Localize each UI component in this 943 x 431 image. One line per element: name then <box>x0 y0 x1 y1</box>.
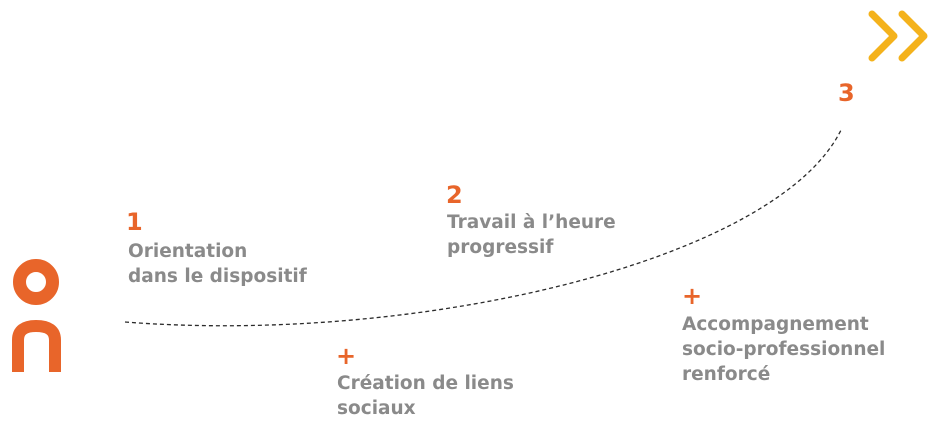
extra-2-label: Accompagnement socio-professionnel renfo… <box>682 312 885 387</box>
double-chevron-right-icon <box>868 10 928 62</box>
step-1-number: 1 <box>126 208 143 236</box>
extra-1-label-line2: sociaux <box>337 398 416 419</box>
step-3-number: 3 <box>838 79 855 107</box>
step-2-number: 2 <box>446 181 463 209</box>
extra-1-label-line1: Création de liens <box>337 373 514 394</box>
omega-logo-icon <box>12 259 61 372</box>
plus-icon: + <box>336 342 357 370</box>
step-1-label-line1: Orientation <box>128 241 248 262</box>
extra-2-label-line1: Accompagnement <box>682 314 869 335</box>
step-2-label: Travail à l’heure progressif <box>447 210 616 260</box>
extra-2-label-line3: renforcé <box>682 364 771 385</box>
plus-icon: + <box>682 282 703 310</box>
progress-curve <box>124 127 843 327</box>
step-2-label-line1: Travail à l’heure <box>447 212 616 233</box>
extra-2-label-line2: socio-professionnel <box>682 339 886 360</box>
step-1-label-line2: dans le dispositif <box>128 266 307 287</box>
step-1-label: Orientation dans le dispositif <box>128 239 307 289</box>
extra-1-label: Création de liens sociaux <box>337 371 514 421</box>
step-2-label-line2: progressif <box>447 237 554 258</box>
